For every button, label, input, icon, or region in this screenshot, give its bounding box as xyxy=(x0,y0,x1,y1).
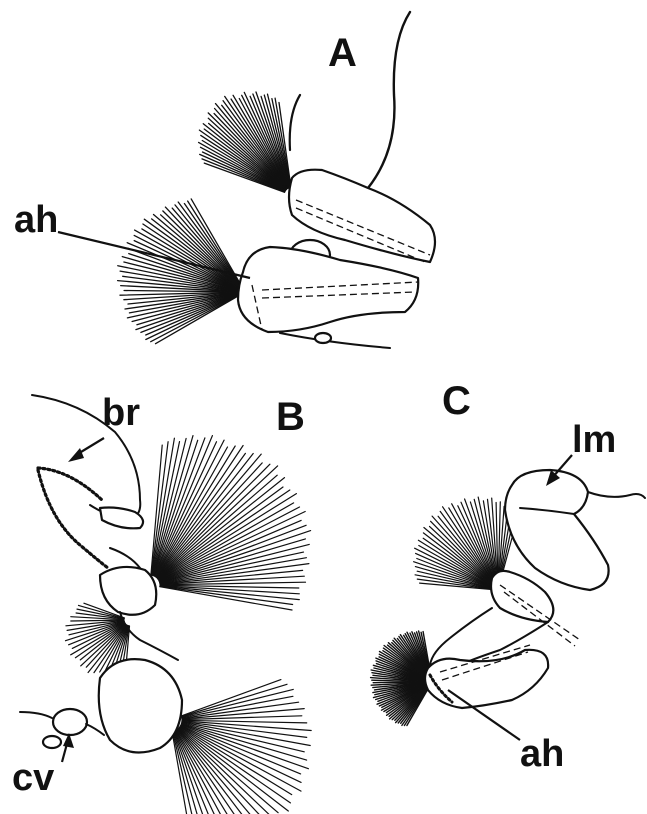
panel-a-lower-tail xyxy=(280,333,390,348)
panel-a-body-edge xyxy=(290,95,300,150)
panel-b-upper-bristle-fan xyxy=(151,436,311,610)
panel-a-letter: A xyxy=(328,31,357,75)
bristle xyxy=(181,725,301,774)
panel-a: A ah xyxy=(14,12,435,348)
panel-c-letter: C xyxy=(442,379,471,423)
panel-b: B br cv xyxy=(12,392,311,814)
panel-b-dotted-edge xyxy=(38,470,108,568)
panel-b-brush-tip xyxy=(100,508,143,529)
panel-b-upper-body xyxy=(100,567,156,615)
panel-a-upper-bristle-fan xyxy=(199,92,291,192)
bristle xyxy=(160,587,292,610)
bristle xyxy=(151,295,240,342)
bristle xyxy=(158,475,278,578)
bristle xyxy=(152,439,186,576)
panel-b-stem xyxy=(110,548,140,568)
bristle xyxy=(182,723,305,752)
panel-b-lower-bristle-fan xyxy=(172,680,311,814)
panel-b-cv-bulb xyxy=(53,709,87,735)
panel-b-dotted-row xyxy=(38,468,102,500)
panel-c-label-ah: ah xyxy=(520,733,564,775)
bristle xyxy=(181,680,281,716)
panel-c-lower-bristle-fan xyxy=(371,631,432,726)
panel-a-body-outline xyxy=(368,12,410,188)
panel-c: C lm ah xyxy=(371,379,645,775)
panel-b-cv-vesicle xyxy=(43,736,61,748)
panel-c-labrum-arm xyxy=(588,492,645,498)
bristle xyxy=(136,294,239,330)
panel-c-labrum xyxy=(505,470,609,590)
panel-a-label-ah: ah xyxy=(14,199,58,241)
panel-b-letter: B xyxy=(276,395,305,439)
panel-b-lower-body xyxy=(99,659,182,752)
panel-b-label-cv: cv xyxy=(12,757,54,799)
bristle xyxy=(182,689,294,717)
panel-b-cv-stalk xyxy=(20,712,52,718)
panel-a-small-knob xyxy=(315,333,331,343)
panel-b-label-br: br xyxy=(102,392,140,434)
panel-b-br-arrowhead xyxy=(68,448,84,462)
panel-b-cv-link xyxy=(86,724,104,735)
panel-c-label-lm: lm xyxy=(572,419,616,461)
panel-c-upper-appendage xyxy=(491,571,553,622)
